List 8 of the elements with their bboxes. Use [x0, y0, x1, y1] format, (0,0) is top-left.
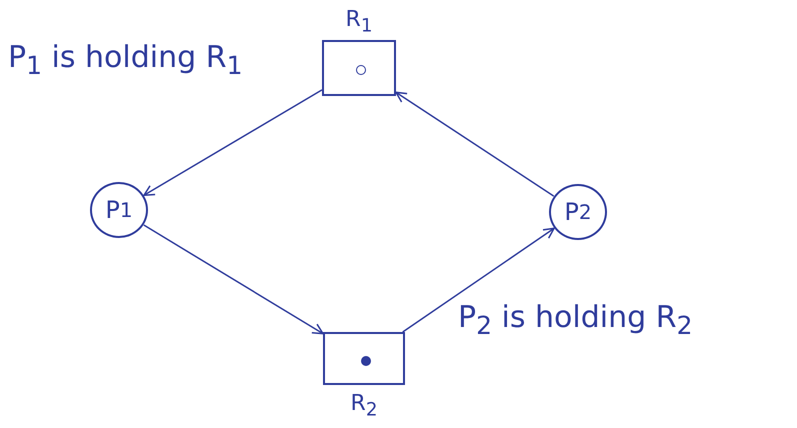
arrow	[143, 224, 324, 334]
annotation-text: P$_{2}$ is holding R$_{2}$	[458, 300, 692, 340]
resource-label: R$_{2}$	[350, 391, 378, 420]
arrow	[395, 92, 554, 197]
arrow	[402, 228, 555, 333]
arrow	[143, 89, 322, 196]
resource-label: R$_{1}$	[346, 6, 372, 36]
annotation-text: P$_{1}$ is holding R$_{1}$	[8, 40, 242, 80]
